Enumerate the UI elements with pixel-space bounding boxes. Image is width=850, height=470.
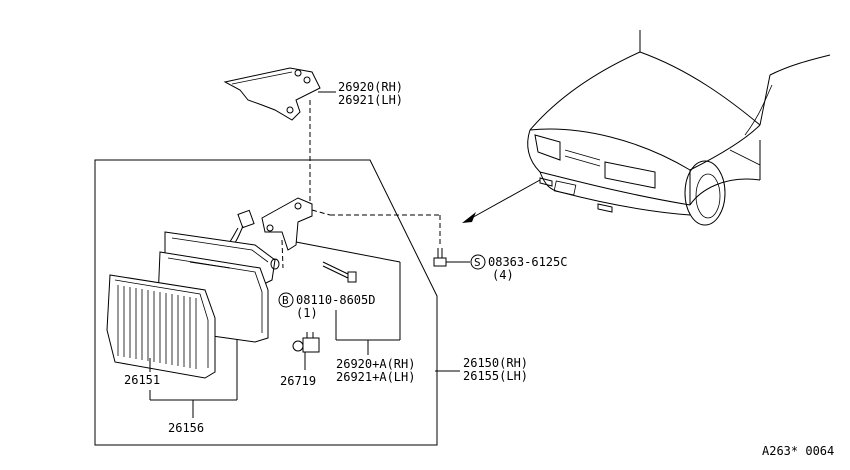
label-bracket-rh: 26920(RH)	[338, 80, 403, 94]
label-lamp-rh: 26150(RH)	[463, 356, 528, 370]
label-bolt-qty: (1)	[296, 306, 318, 320]
screw-symbol: S	[474, 256, 481, 269]
label-lens: 26151	[124, 373, 160, 387]
connector	[221, 209, 255, 251]
label-bolt-code: 08110-8605D	[296, 293, 375, 307]
upper-bracket	[223, 67, 336, 205]
screw	[433, 248, 470, 267]
label-screw-qty: (4)	[492, 268, 514, 282]
label-lamp-bracket-rh: 26920+A(RH)	[336, 357, 415, 371]
label-lamp-lh: 26155(LH)	[463, 369, 528, 383]
label-bracket-lh: 26921(LH)	[338, 93, 403, 107]
label-lens-assy: 26156	[168, 421, 204, 435]
screw-symbol-circle	[470, 254, 486, 270]
lamp-bracket	[261, 197, 441, 269]
bolt	[322, 261, 357, 283]
car-front-illustration	[462, 30, 831, 226]
label-lamp-bracket-lh: 26921+A(LH)	[336, 370, 415, 384]
bolt-symbol: B	[282, 294, 289, 307]
label-bulb: 26719	[280, 374, 316, 388]
callout-leaders	[149, 241, 460, 418]
diagram-id: A263* 0064	[762, 444, 834, 458]
lens	[106, 274, 216, 379]
bolt-symbol-circle	[278, 292, 294, 308]
label-screw-code: 08363-6125C	[488, 255, 567, 269]
bulb	[292, 332, 320, 370]
